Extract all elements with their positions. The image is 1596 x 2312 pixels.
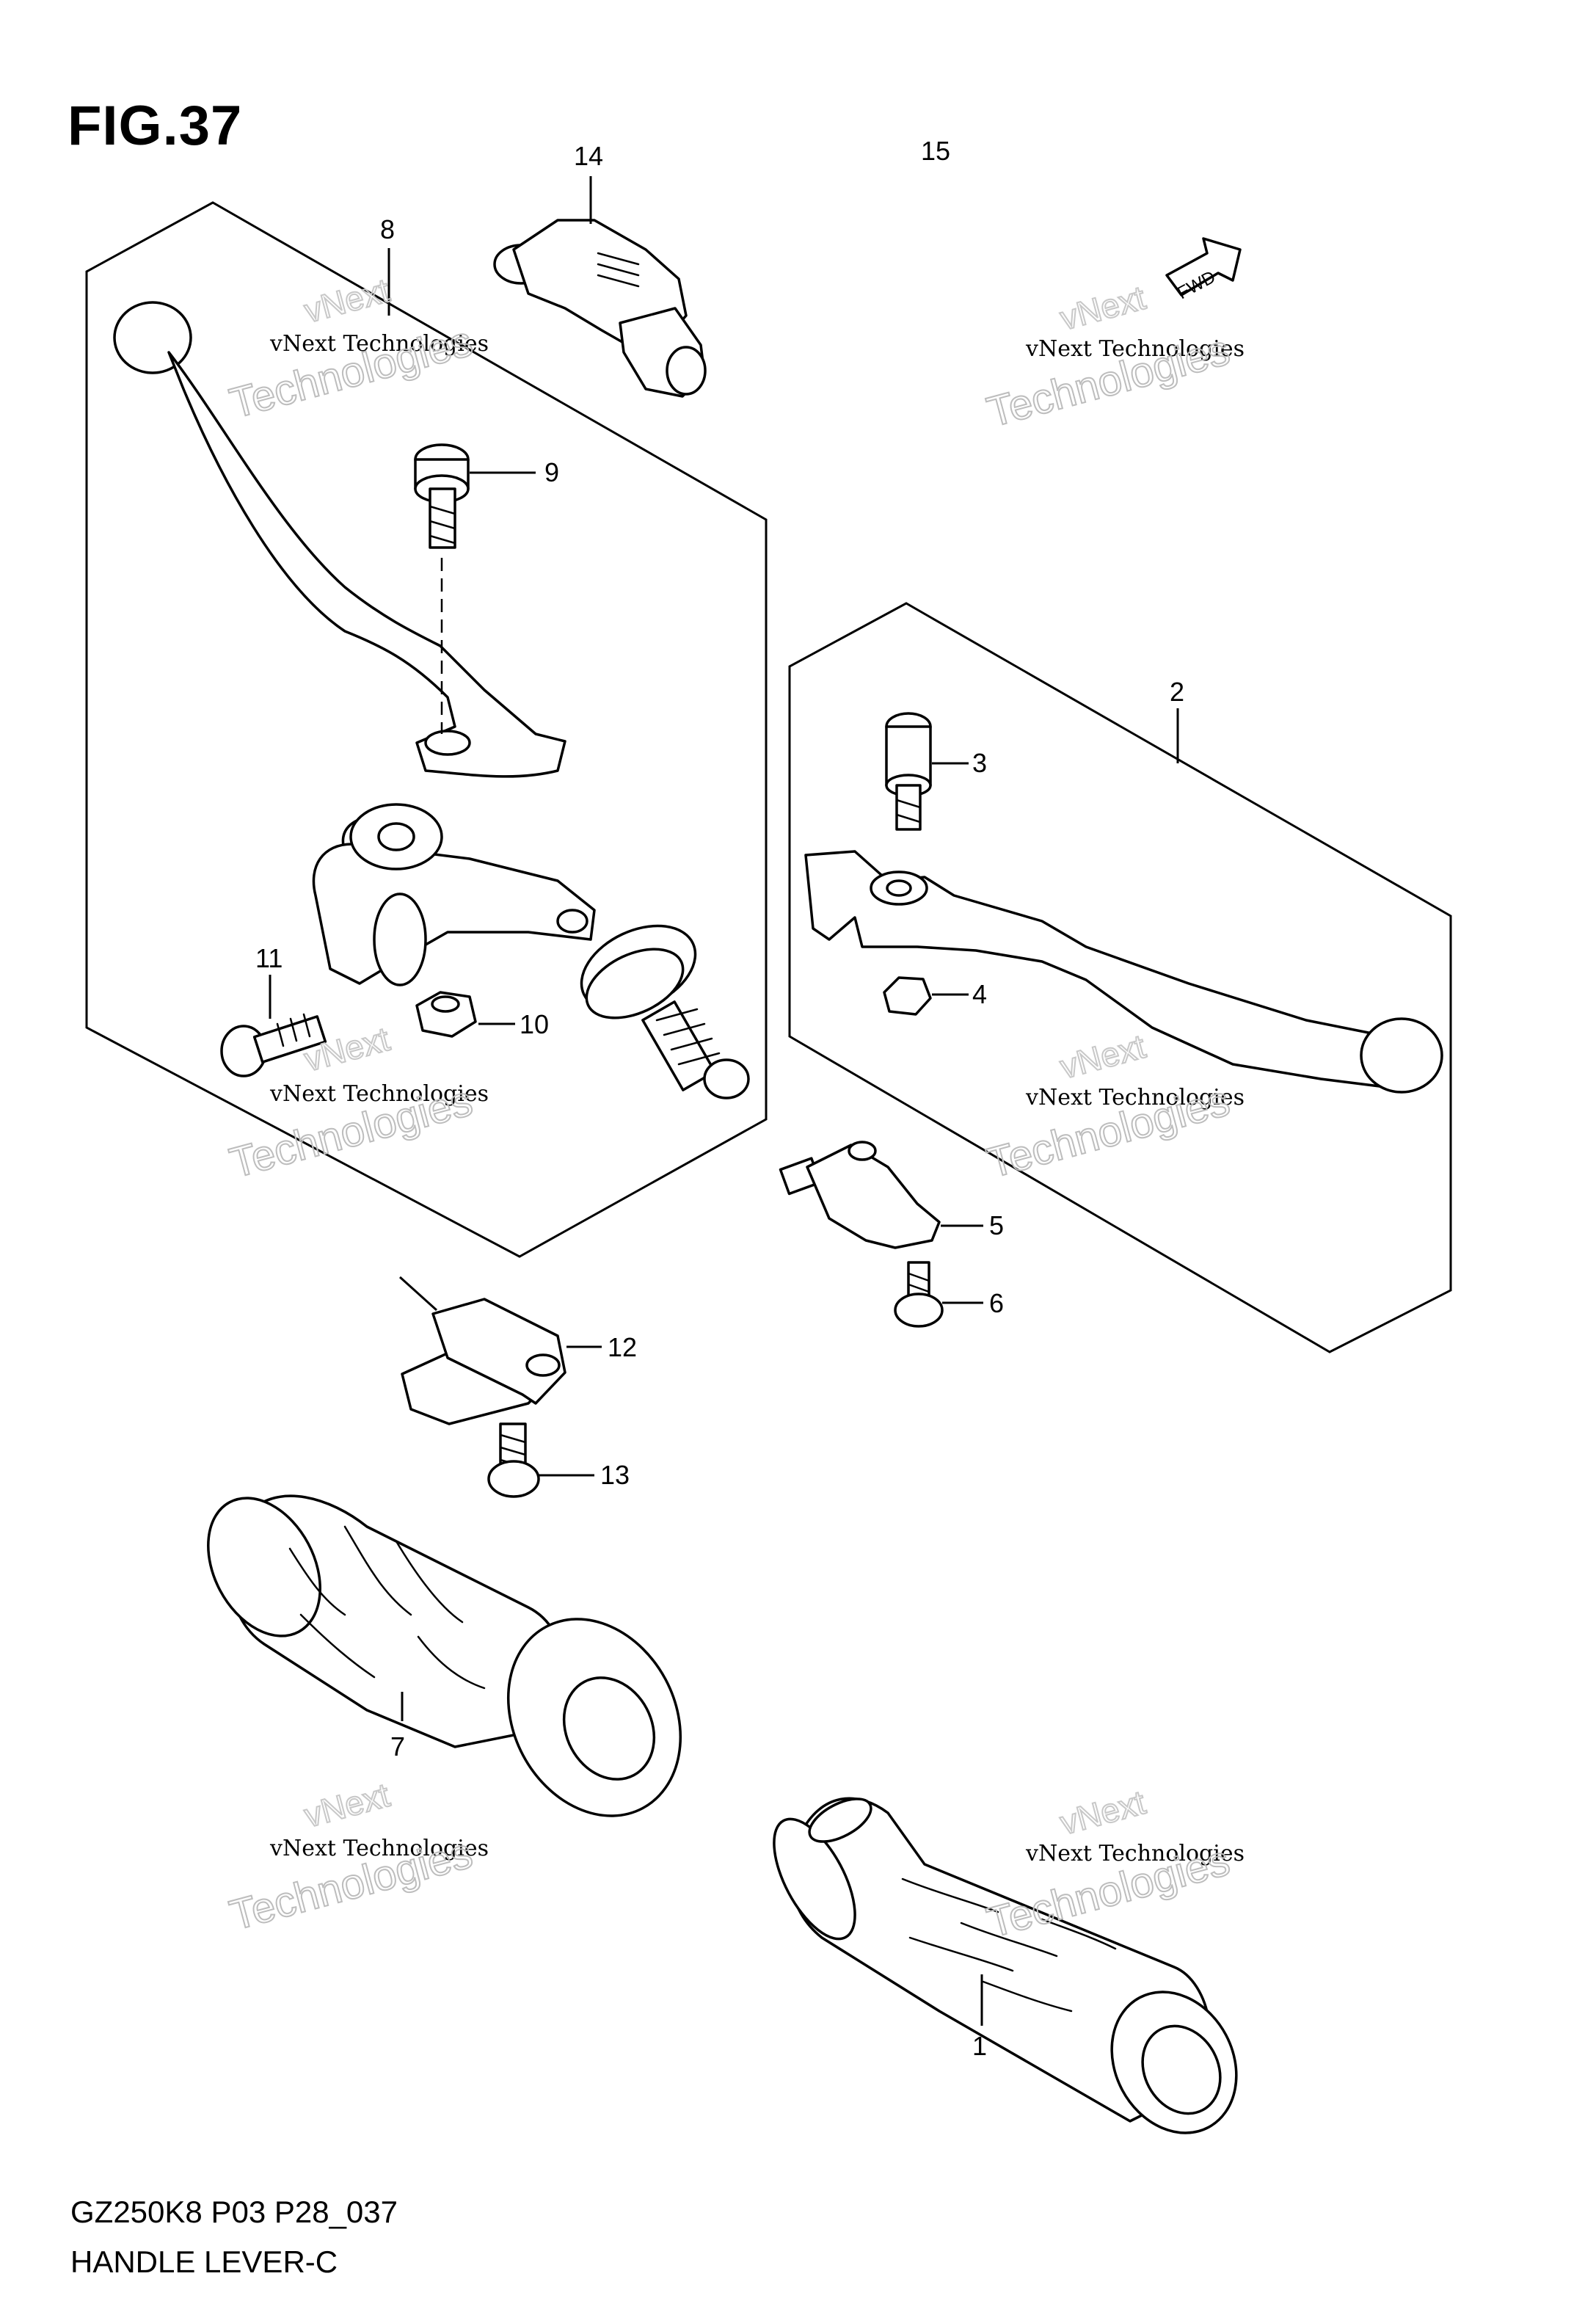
callout-9[interactable]: 9	[544, 457, 559, 487]
svg-text:vNext Technologies: vNext Technologies	[269, 1081, 489, 1107]
lever-adjuster[interactable]	[568, 909, 750, 1099]
callout-11[interactable]: 11	[255, 943, 283, 973]
watermark-top-right: vNext vNext Technologies Technologies	[982, 277, 1245, 437]
right-lever-group-frame	[788, 602, 1452, 1353]
watermark-bottom-right: vNext vNext Technologies Technologies	[982, 1782, 1245, 1948]
svg-text:vNext: vNext	[1056, 1027, 1149, 1086]
svg-text:vNext Technologies: vNext Technologies	[1025, 1841, 1245, 1866]
svg-text:vNext Technologies: vNext Technologies	[1025, 1085, 1245, 1110]
watermark-bottom-left: vNext vNext Technologies Technologies	[225, 1775, 489, 1941]
callout-8[interactable]: 8	[380, 214, 395, 244]
switch-14[interactable]	[493, 176, 707, 398]
nut-10[interactable]	[415, 991, 515, 1038]
callout-15[interactable]: 15	[921, 136, 950, 166]
pivot-bolt-3[interactable]	[885, 712, 969, 831]
svg-text:vNext: vNext	[1056, 1783, 1149, 1842]
callout-13[interactable]: 13	[600, 1460, 630, 1490]
svg-text:vNext Technologies: vNext Technologies	[1025, 336, 1245, 362]
fwd-arrow-icon: FWD	[1165, 237, 1242, 303]
callout-12[interactable]: 12	[608, 1332, 637, 1362]
svg-text:vNext Technologies: vNext Technologies	[269, 1836, 489, 1861]
brake-lever-part[interactable]	[804, 850, 1443, 1094]
pivot-bolt-9[interactable]	[414, 443, 536, 734]
callout-4[interactable]: 4	[972, 979, 987, 1009]
clutch-switch-12[interactable]	[398, 1276, 602, 1425]
callout-2[interactable]: 2	[1170, 677, 1184, 707]
left-lever-group-frame	[85, 201, 768, 1258]
svg-text:vNext Technologies: vNext Technologies	[269, 331, 489, 357]
svg-text:vNext: vNext	[1056, 278, 1149, 338]
svg-text:vNext: vNext	[300, 1775, 393, 1835]
callout-14[interactable]: 14	[574, 141, 603, 171]
bolt-11[interactable]	[220, 975, 327, 1077]
clutch-lever-part[interactable]	[113, 301, 566, 778]
model-code: GZ250K8 P03 P28_037	[70, 2195, 398, 2229]
callout-1[interactable]: 1	[972, 2031, 987, 2061]
callout-5[interactable]: 5	[989, 1210, 1004, 1240]
screw-13[interactable]	[487, 1422, 594, 1498]
right-grip-1[interactable]	[757, 1790, 1260, 2155]
callout-7[interactable]: 7	[390, 1731, 405, 1762]
brake-switch-5[interactable]	[779, 1141, 983, 1249]
callout-10[interactable]: 10	[520, 1009, 549, 1039]
callout-3[interactable]: 3	[972, 748, 987, 778]
left-grip-7[interactable]	[186, 1479, 714, 1846]
nut-4[interactable]	[883, 976, 969, 1016]
figure-caption: HANDLE LEVER-C	[70, 2244, 338, 2279]
screw-6[interactable]	[894, 1261, 983, 1328]
watermark-top-left: vNext vNext Technologies Technologies	[225, 270, 489, 429]
lever-bracket[interactable]	[312, 803, 596, 986]
figure-title: FIG.37	[68, 95, 243, 157]
callout-6[interactable]: 6	[989, 1288, 1004, 1318]
